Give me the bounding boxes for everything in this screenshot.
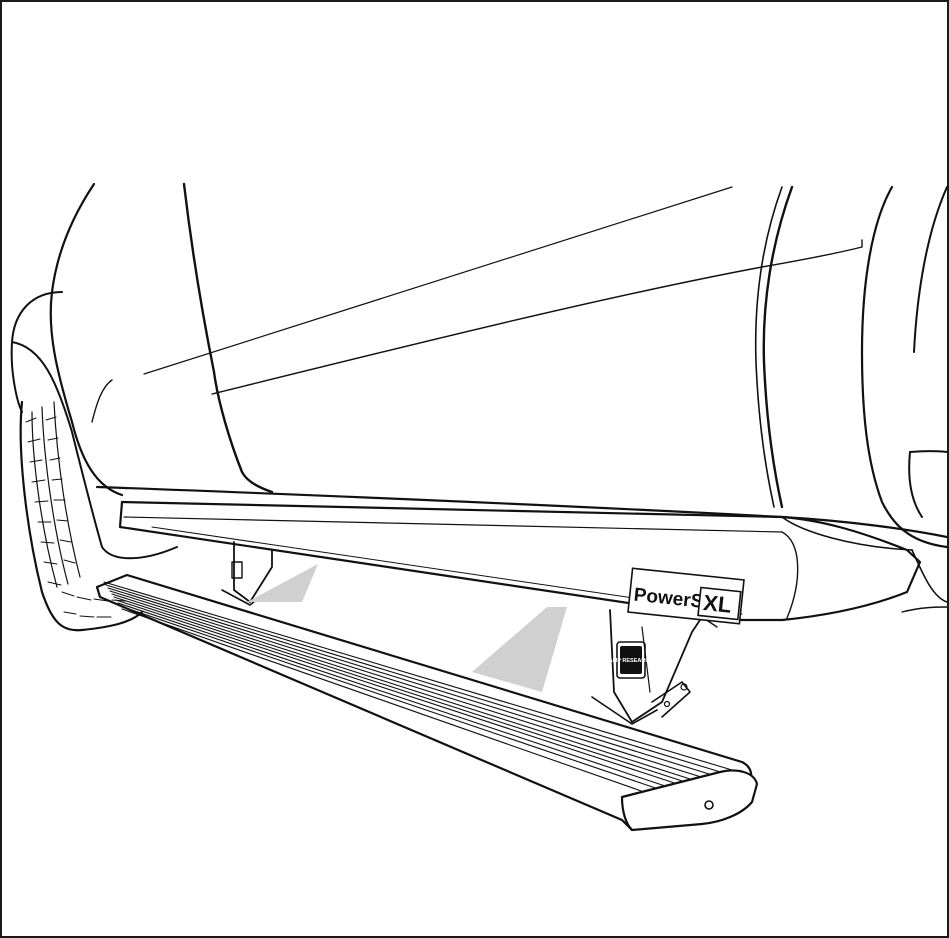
truck-body [10, 182, 947, 613]
logo-suffix: XL [702, 590, 733, 618]
running-board-housing [118, 500, 922, 622]
powerstep-logo: PowerStep XL [627, 567, 745, 625]
rear-bracket [591, 609, 718, 725]
light-beams [247, 564, 567, 692]
motor-badge-text: AMP RESEARCH [609, 658, 654, 664]
step-tread [95, 573, 759, 832]
front-tire [19, 400, 144, 632]
motor-badge: AMP RESEARCH [609, 646, 654, 674]
